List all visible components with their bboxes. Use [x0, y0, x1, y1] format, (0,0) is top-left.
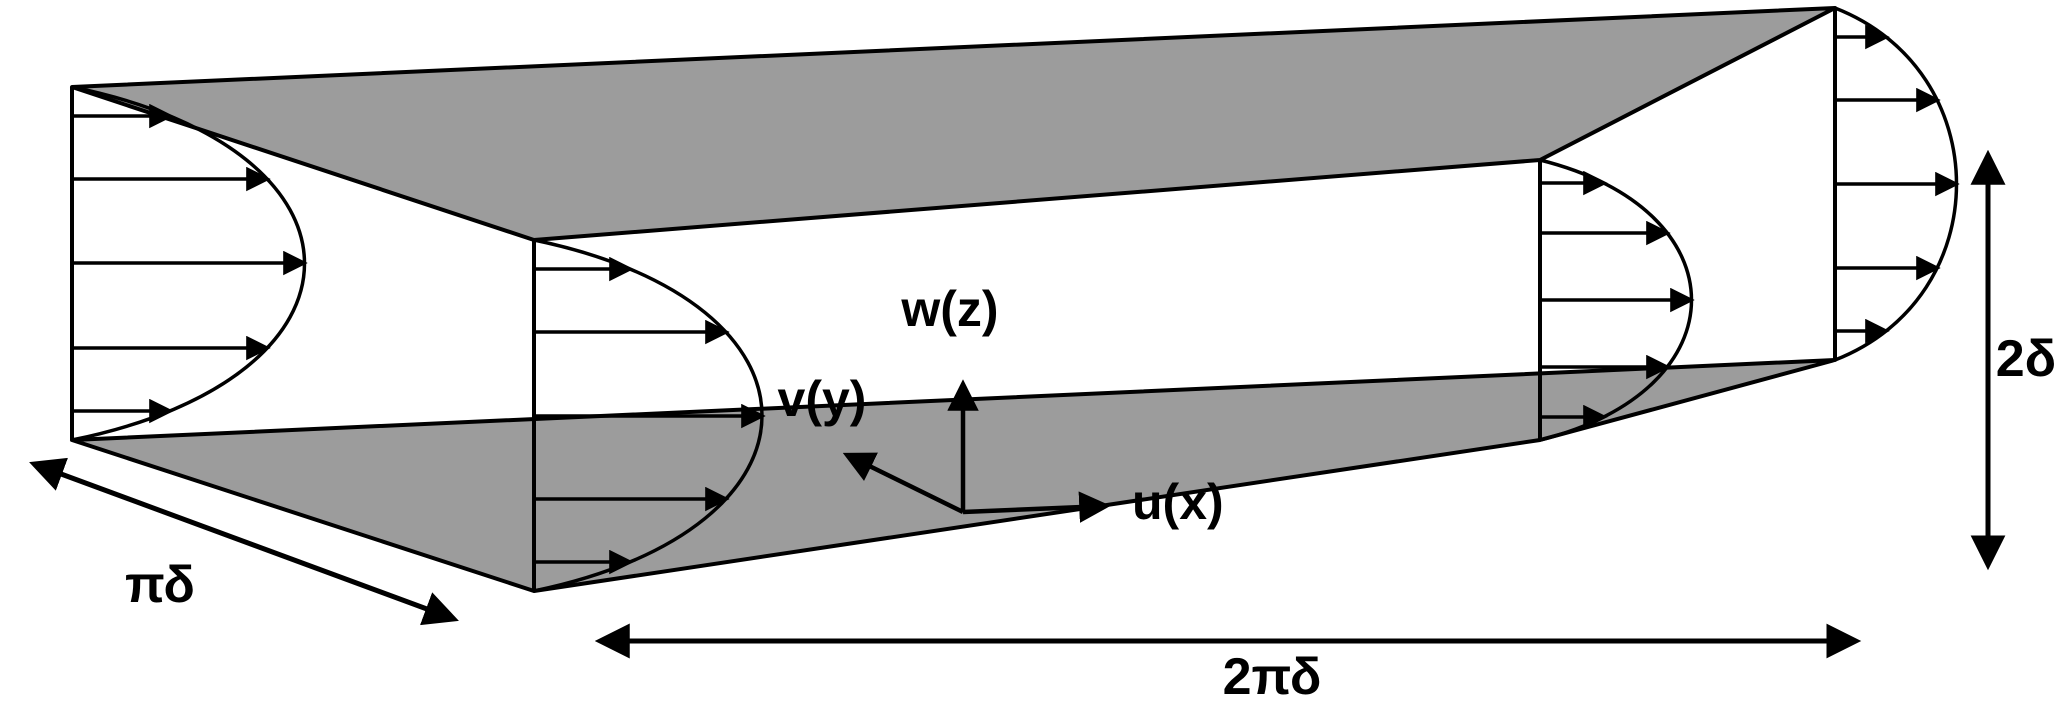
spanwise-dimension-label: πδ — [125, 556, 195, 614]
bottom-wall-face — [70, 358, 1837, 593]
velocity-profile-outlet-front — [1539, 158, 1695, 442]
axis-x-label: u(x) — [1132, 474, 1224, 530]
dimension-height: 2δ — [1970, 149, 2056, 571]
velocity-profile-outlet-back — [1834, 6, 1960, 362]
coordinate-axes: w(z) v(y) u(x) — [778, 281, 1224, 530]
height-dimension-label: 2δ — [1996, 330, 2056, 388]
top-wall-face — [70, 6, 1837, 242]
dimension-spanwise: πδ — [29, 457, 459, 626]
spanwise-dimension-arrow — [29, 457, 459, 626]
axis-x-arrow — [962, 491, 1111, 523]
axis-z-label: w(z) — [900, 281, 998, 337]
dimension-streamwise: 2πδ — [594, 623, 1862, 706]
velocity-profile-inlet-back — [71, 85, 308, 442]
axis-y-arrow — [842, 452, 964, 515]
streamwise-dimension-label: 2πδ — [1223, 648, 1322, 706]
axis-y-label: v(y) — [778, 371, 867, 427]
velocity-profile-inlet-front — [533, 238, 766, 593]
